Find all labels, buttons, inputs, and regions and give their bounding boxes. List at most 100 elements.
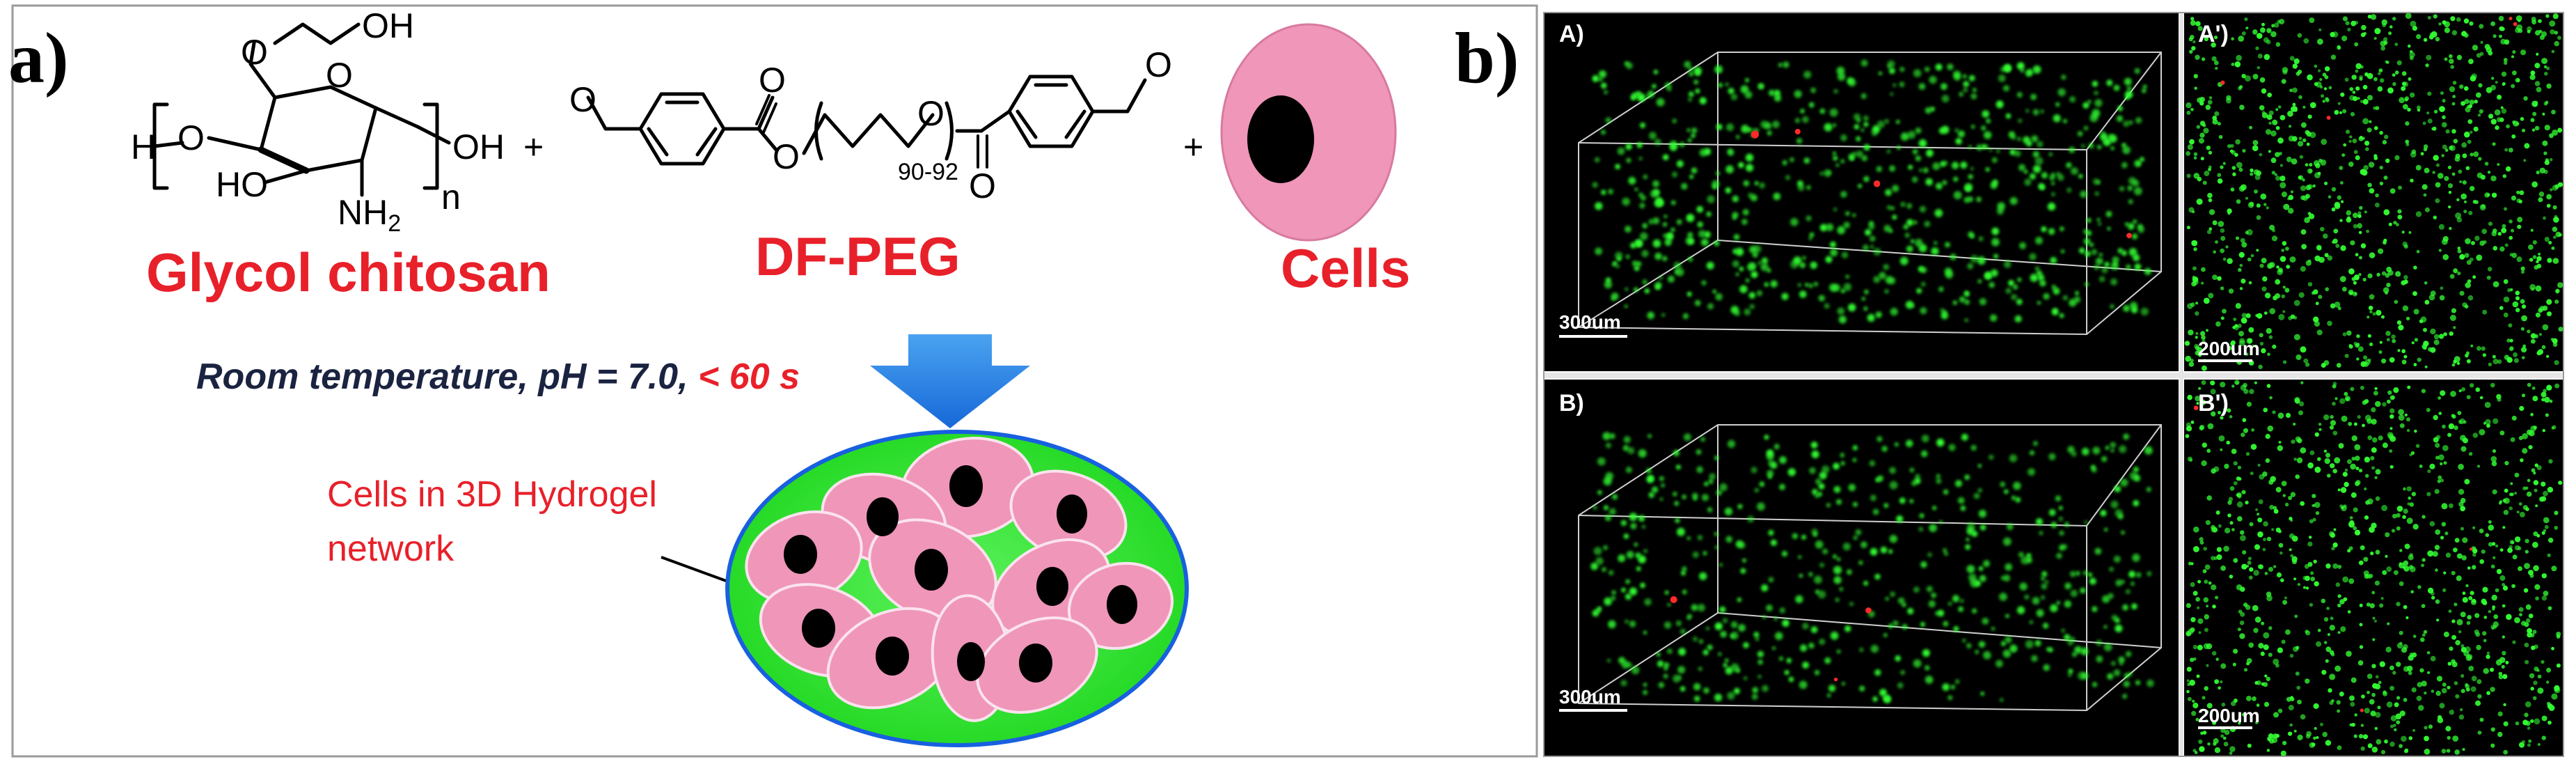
live-cell-dot [2428, 347, 2433, 352]
live-cell-dot [1745, 78, 1749, 83]
live-cell-dot [2324, 253, 2329, 258]
live-cell-dot [1808, 236, 1812, 240]
live-cell-dot [1978, 641, 1986, 648]
live-cell-dot [1975, 650, 1979, 654]
live-cell-dot [2258, 643, 2264, 649]
live-cell-dot [1761, 257, 1769, 264]
live-cell-dot [2442, 445, 2449, 451]
live-cell-dot [2247, 257, 2252, 262]
live-cell-dot [1980, 692, 1984, 696]
live-cell-dot [2536, 669, 2540, 672]
live-cell-dot [1875, 311, 1882, 318]
live-cell-dot [2096, 655, 2103, 663]
live-cell-dot [2254, 189, 2258, 194]
live-cell-dot [1968, 174, 1973, 180]
live-cell-dot [2449, 86, 2456, 93]
live-cell-dot [2235, 381, 2239, 385]
live-cell-dot [2440, 462, 2443, 466]
live-cell-dot [2435, 442, 2440, 449]
live-cell-dot [1683, 433, 1691, 442]
live-cell-dot [2379, 181, 2384, 186]
live-cell-dot [2261, 88, 2267, 94]
live-cell-dot [2517, 217, 2523, 223]
live-cell-dot [2208, 581, 2212, 585]
live-cell-dot [2263, 538, 2266, 542]
live-cell-dot [2236, 199, 2241, 204]
live-cell-dot [2512, 640, 2516, 644]
live-cell-dot [2452, 735, 2459, 742]
live-cell-dot [1978, 509, 1986, 518]
live-cell-dot [2254, 381, 2257, 384]
live-cell-dot [2186, 666, 2192, 672]
live-cell-dot [2495, 81, 2498, 84]
live-cell-dot [1996, 149, 2000, 153]
live-cell-dot [2321, 94, 2325, 98]
live-cell-dot [2358, 231, 2362, 235]
live-cell-dot [2360, 746, 2365, 751]
cells-2d-a [2184, 13, 2563, 371]
live-cell-dot [2504, 207, 2507, 211]
live-cell-dot [2350, 20, 2357, 26]
live-cell-dot [2530, 70, 2536, 76]
live-cell-dot [2544, 237, 2550, 242]
live-cell-dot [1687, 138, 1692, 143]
live-cell-dot [1592, 182, 1598, 188]
live-cell-dot [1863, 176, 1870, 182]
live-cell-dot [2307, 114, 2312, 119]
live-cell-dot [2331, 699, 2334, 703]
live-cell-dot [1659, 476, 1664, 481]
live-cell-dot [2260, 27, 2266, 33]
live-cell-dot [2234, 325, 2240, 331]
live-cell-dot [2516, 190, 2520, 194]
live-cell-dot [2202, 442, 2207, 448]
live-cell-dot [2266, 591, 2272, 597]
live-cell-dot [1973, 492, 1980, 499]
live-cell-dot [1894, 442, 1899, 447]
live-cell-dot [2315, 511, 2320, 515]
live-cell-dot [2510, 482, 2513, 485]
live-cell-dot [2490, 382, 2495, 388]
live-cell-dot [2438, 454, 2444, 460]
live-cell-dot [2213, 60, 2219, 65]
live-cell-dot [2538, 333, 2542, 336]
live-cell-dot [1725, 165, 1734, 173]
live-cell-dot [2468, 666, 2474, 671]
live-cell-dot [2441, 749, 2447, 754]
live-cell-dot [1639, 203, 1645, 209]
live-cell-dot [2269, 504, 2275, 510]
live-cell-dot [2478, 83, 2483, 88]
live-cell-dot [1653, 189, 1660, 196]
live-cell-dot [2278, 151, 2282, 156]
live-cell-dot [2543, 102, 2548, 106]
live-cell-dot [1739, 285, 1748, 293]
live-cell-dot [2327, 633, 2330, 637]
live-cell-dot [2113, 84, 2120, 91]
live-cell-dot [2293, 458, 2297, 461]
live-cell-dot [2425, 207, 2430, 212]
live-cell-dot [2424, 281, 2428, 285]
live-cell-dot [1696, 205, 1704, 213]
live-cell-dot [2445, 129, 2450, 134]
live-cell-dot [1920, 450, 1928, 458]
live-cell-dot [2104, 527, 2108, 532]
live-cell-dot [2548, 240, 2552, 244]
live-cell-dot [2534, 718, 2541, 725]
live-cell-dot [2325, 646, 2332, 653]
live-cell-dot [2486, 275, 2491, 280]
live-cell-dot [2195, 21, 2201, 26]
live-cell-dot [1676, 527, 1685, 536]
live-cell-dot [2258, 499, 2263, 504]
scale-a-prime-label: 200um [2198, 338, 2260, 359]
condition-main: Room temperature, pH = 7.0, [196, 357, 698, 397]
live-cell-dot [2341, 506, 2344, 510]
live-cell-dot [2437, 715, 2442, 720]
live-cell-dot [2533, 565, 2539, 572]
live-cell-dot [2353, 507, 2358, 513]
live-cell-dot [2438, 22, 2442, 26]
live-cell-dot [2349, 516, 2353, 520]
live-cell-dot [2460, 193, 2467, 200]
live-cell-dot [1863, 306, 1868, 311]
live-cell-dot [1754, 488, 1759, 492]
live-cell-dot [2518, 607, 2524, 612]
live-cell-dot [1962, 639, 1966, 643]
